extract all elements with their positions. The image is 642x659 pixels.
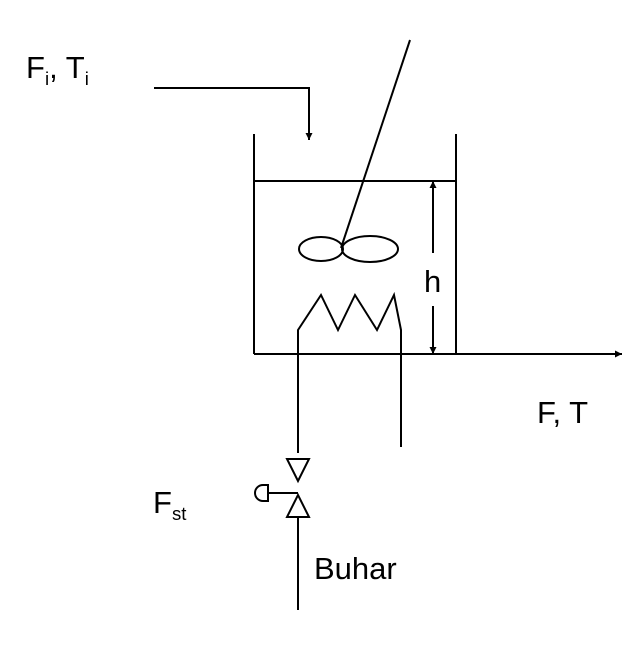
inlet-feed-line bbox=[154, 87, 313, 140]
steam-label: Buhar bbox=[314, 551, 397, 586]
steam-flow-symbol: F bbox=[153, 485, 172, 520]
valve-actuator-dome bbox=[254, 484, 269, 502]
steam-flow-subscript: st bbox=[171, 502, 187, 524]
steam-valve-upper-triangle bbox=[285, 458, 311, 484]
outlet-stream-label: F, T bbox=[537, 395, 589, 430]
inlet-flow-subscript: i bbox=[44, 67, 50, 89]
agitator-shaft bbox=[340, 39, 411, 249]
inlet-separator: , T bbox=[49, 50, 85, 85]
inlet-stream-label: Fi, Ti bbox=[26, 50, 89, 87]
impeller-blade-left bbox=[298, 236, 344, 262]
inlet-flow-symbol: F bbox=[26, 50, 45, 85]
liquid-height-label: h bbox=[424, 264, 442, 299]
impeller-blade-right bbox=[341, 235, 399, 263]
steam-valve-lower-triangle bbox=[285, 492, 311, 518]
heating-coil bbox=[297, 291, 402, 453]
steam-flow-label: Fst bbox=[153, 485, 186, 522]
inlet-temp-subscript: i bbox=[84, 67, 89, 89]
